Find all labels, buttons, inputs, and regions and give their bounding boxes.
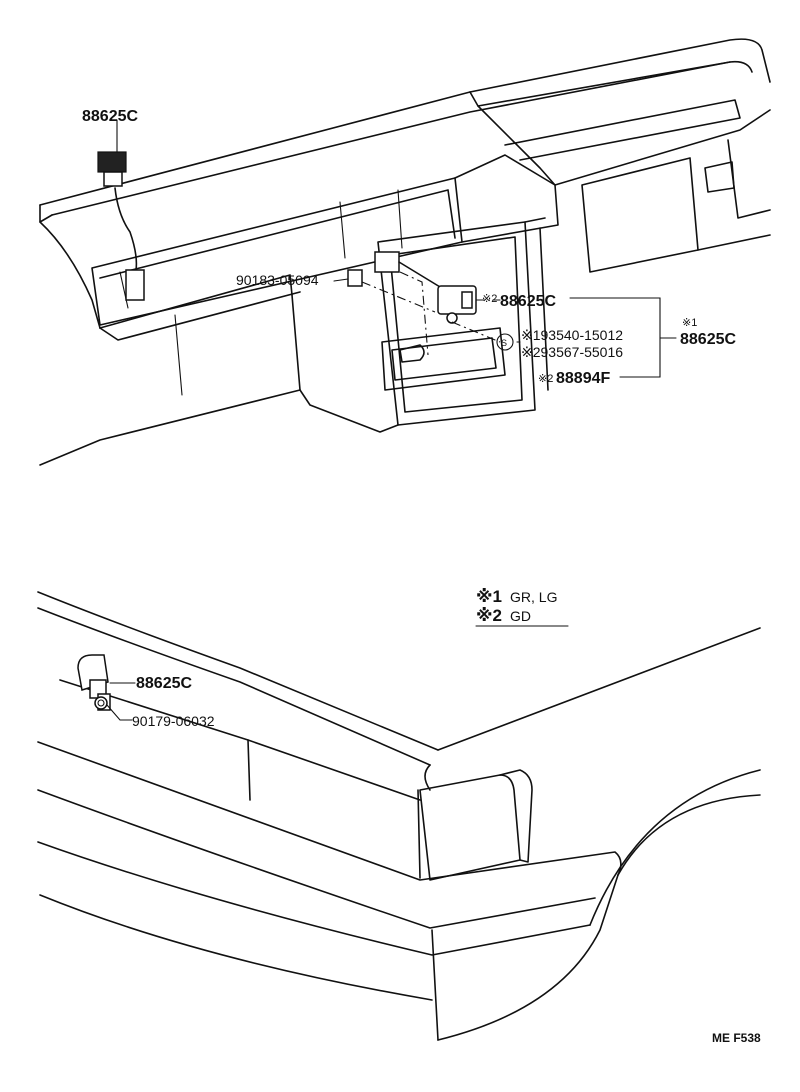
legend-mark-1: ※1	[476, 587, 502, 606]
label-bracket-marker: ※2	[538, 373, 553, 385]
label-group-marker: ※1	[682, 317, 697, 329]
label-screw-symbol: S	[501, 338, 507, 348]
drawing-code: ME F538	[712, 1031, 761, 1045]
grommet-part	[94, 696, 108, 710]
top-plug-part	[97, 151, 127, 173]
legend-text-2: GD	[510, 608, 531, 624]
lower-plug-part	[125, 269, 145, 301]
clip-part	[347, 269, 363, 287]
label-screw-b: ※293567-55016	[521, 344, 623, 360]
label-top-plug: 88625C	[82, 108, 138, 125]
label-rear-connector: 88625C	[136, 675, 192, 692]
dashboard-drawing	[39, 38, 771, 466]
connector-screw	[446, 312, 458, 324]
legend-mark-2: ※2	[476, 606, 502, 625]
label-bracket: 88894F	[556, 370, 610, 387]
legend-text-1: GR, LG	[510, 589, 557, 605]
label-grommet: 90179-06032	[132, 713, 215, 729]
switch-part	[374, 251, 400, 273]
rear-body-drawing	[37, 591, 761, 1041]
label-group: 88625C	[680, 331, 736, 348]
screw-symbol-circle	[496, 333, 514, 351]
label-clip: 90183-05094	[236, 272, 319, 288]
top-plug-body	[103, 171, 123, 187]
variant-legend: ※1 GR, LG ※2 GD	[475, 587, 569, 627]
connector-socket	[461, 291, 473, 309]
label-screw-a: ※193540-15012	[521, 327, 623, 343]
label-connector-marker: ※2	[482, 293, 497, 305]
label-connector: 88625C	[500, 293, 556, 310]
